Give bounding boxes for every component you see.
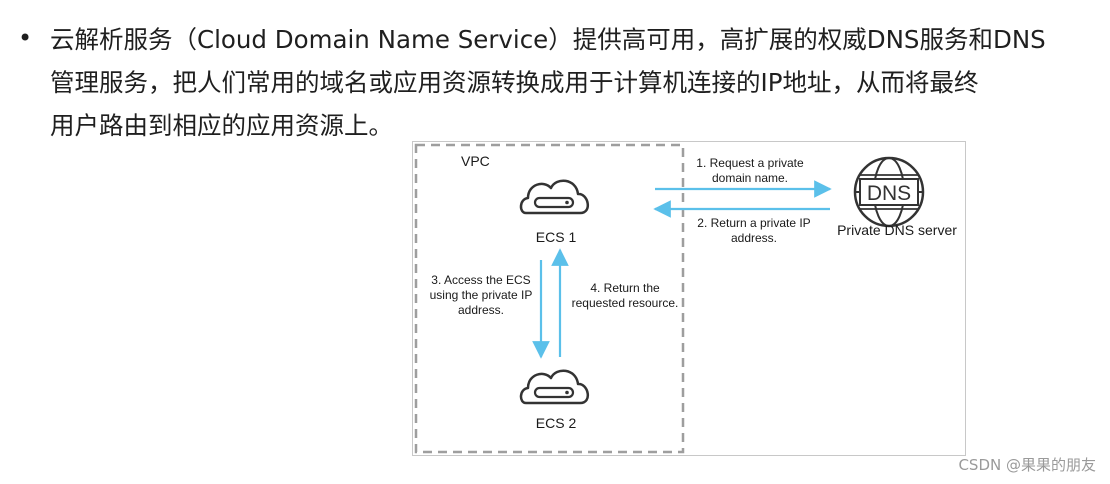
private-dns-diagram: DNS VPC ECS 1 ECS 2 Private DNS server 1… (412, 141, 966, 456)
dns-globe-icon: DNS (853, 156, 925, 228)
ecs2-cloud-icon (519, 369, 589, 405)
step2-line2: address. (730, 231, 778, 245)
step4-label: 4. Return the requested resource. (564, 281, 686, 311)
step1-label: 1. Request a private domain name. (675, 156, 825, 186)
step1-line2: domain name. (711, 171, 789, 185)
diagram-canvas: DNS (414, 143, 925, 454)
step3-label: 3. Access the ECS using the private IP a… (417, 273, 545, 318)
description-paragraph: 云解析服务（Cloud Domain Name Service）提供高可用，高扩… (50, 18, 1096, 147)
csdn-watermark: CSDN @果果的朋友 (958, 456, 1096, 474)
step3-line1: 3. Access the ECS (431, 273, 531, 287)
dns-server-label: Private DNS server (837, 222, 957, 238)
description-line-1: 云解析服务（Cloud Domain Name Service）提供高可用，高扩… (50, 25, 1046, 54)
step2-line1: 2. Return a private IP (697, 216, 811, 230)
step4-line1: 4. Return the (590, 281, 660, 295)
ecs2-label: ECS 2 (535, 415, 577, 431)
bullet-marker: • (18, 24, 33, 52)
ecs1-label: ECS 1 (535, 229, 577, 245)
description-line-2: 管理服务，把人们常用的域名或应用资源转换成用于计算机连接的IP地址，从而将最终 (50, 68, 979, 97)
vpc-boundary (414, 143, 685, 454)
step2-label: 2. Return a private IP address. (679, 216, 829, 246)
step1-line1: 1. Request a private (696, 156, 804, 170)
description-line-3: 用户路由到相应的应用资源上。 (50, 111, 393, 140)
step3-line3: address. (457, 303, 505, 317)
step4-line2: requested resource. (571, 296, 679, 310)
ecs1-cloud-icon (519, 179, 589, 215)
dns-icon-text: DNS (867, 182, 911, 205)
vpc-label: VPC (461, 153, 490, 169)
step3-line2: using the private IP (429, 288, 533, 302)
